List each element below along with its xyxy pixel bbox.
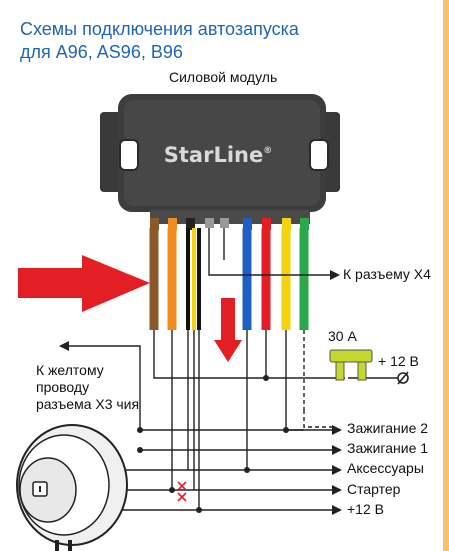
module-wires <box>149 228 309 330</box>
module-mounting-slot-right <box>309 139 329 171</box>
diagram-title: Схемы подключения автозапуска для A96, A… <box>20 18 420 64</box>
frame-edge <box>443 0 449 551</box>
yellow-wire-note: К желтому проводу разъема Х3 чия <box>36 362 146 413</box>
fuse-rating-label: 30 А <box>328 328 357 344</box>
connector-x4-label: К разъему Х4 <box>343 266 431 282</box>
small-red-arrow-icon <box>214 298 242 362</box>
ignition-switch-icon <box>16 424 128 551</box>
cut-mark-icon <box>177 481 187 502</box>
output-arrows <box>59 270 342 515</box>
module-connector-pins <box>150 218 309 230</box>
module-label: Силовой модуль <box>169 69 278 85</box>
output-plus-12v: +12 В <box>347 501 384 517</box>
title-line-1: Схемы подключения автозапуска <box>20 19 299 39</box>
note-line-3: разъема Х3 чия <box>36 396 140 412</box>
module-mounting-slot-left <box>119 139 139 171</box>
junction-dots <box>137 375 289 513</box>
note-line-2: проводу <box>36 379 90 395</box>
ground-symbol-icon <box>397 371 409 385</box>
output-ignition-1: Зажигание 1 <box>347 440 429 456</box>
output-accessories: Аксессуары <box>347 460 424 476</box>
title-line-2: для A96, AS96, B96 <box>20 42 183 62</box>
red-arrow-icon <box>18 255 150 332</box>
power-module: StarLine® <box>100 94 340 224</box>
output-starter: Стартер <box>347 481 401 497</box>
fuse-icon <box>329 349 373 381</box>
power-supply-label: + 12 В <box>378 353 419 369</box>
output-ignition-2: Зажигание 2 <box>347 420 429 436</box>
module-brand-logo: StarLine® <box>164 143 272 167</box>
note-line-1: К желтому <box>36 362 104 378</box>
